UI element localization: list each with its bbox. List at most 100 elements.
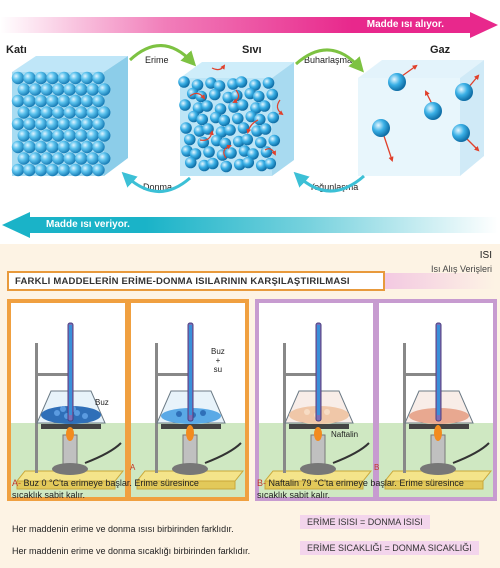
melting-label: Erime bbox=[145, 55, 169, 65]
label-ice-water-3: su bbox=[213, 365, 223, 374]
ice-setup-frame: Buz bbox=[11, 303, 125, 497]
particle bbox=[63, 106, 76, 119]
caption-b-line1: Naftalin 79 °C'ta erimeye başlar. Erime … bbox=[268, 478, 464, 488]
caption-a: A- Buz 0 °C'ta erimeye başlar. Erime sür… bbox=[12, 477, 252, 501]
tag-a: A bbox=[130, 463, 136, 472]
label-ice-water-1: Buz bbox=[211, 347, 225, 356]
particle bbox=[80, 117, 94, 131]
caption-b-letter: B- bbox=[257, 478, 266, 488]
heat-loss-arrow: Madde ısı veriyor. bbox=[2, 212, 498, 238]
particle bbox=[86, 152, 99, 165]
particle bbox=[86, 129, 99, 142]
particle bbox=[57, 94, 71, 108]
liquid-label: Sıvı bbox=[242, 44, 262, 56]
panel-naphthalene: Naftalin bbox=[255, 299, 497, 501]
particle bbox=[267, 111, 280, 124]
particle bbox=[203, 146, 215, 158]
particle bbox=[266, 88, 279, 101]
particle bbox=[11, 94, 25, 108]
particle bbox=[206, 157, 219, 170]
particle bbox=[17, 106, 30, 119]
particle bbox=[201, 100, 213, 112]
particle bbox=[208, 88, 221, 101]
particle bbox=[86, 106, 99, 119]
particle bbox=[46, 71, 59, 85]
evaporation-arrow bbox=[295, 48, 364, 73]
particle bbox=[214, 103, 227, 115]
particle bbox=[40, 152, 53, 165]
caption-a-letter: A- bbox=[12, 478, 21, 488]
particle bbox=[254, 136, 267, 149]
particle bbox=[63, 83, 76, 96]
particle bbox=[75, 129, 88, 142]
particle bbox=[11, 140, 25, 154]
particle bbox=[17, 83, 30, 96]
particle bbox=[46, 140, 59, 154]
freezing-label: Donma bbox=[143, 182, 173, 192]
particle bbox=[69, 94, 82, 108]
melting-arrow bbox=[128, 44, 197, 67]
particle bbox=[259, 123, 272, 135]
particle bbox=[260, 146, 273, 158]
panel-ice: Buz Buz + bbox=[7, 299, 249, 501]
particle bbox=[75, 106, 88, 119]
particle bbox=[213, 80, 226, 92]
particle bbox=[242, 156, 255, 169]
particle bbox=[52, 106, 65, 119]
particle bbox=[183, 133, 196, 146]
particle bbox=[29, 152, 42, 165]
particle bbox=[237, 122, 250, 134]
particle bbox=[23, 71, 36, 85]
particle bbox=[57, 71, 71, 85]
particle bbox=[179, 99, 191, 111]
particle bbox=[98, 106, 111, 119]
particle bbox=[17, 129, 30, 142]
particle bbox=[178, 76, 190, 88]
statement-heat: Her maddenin erime ve donma ısısı birbir… bbox=[12, 524, 234, 534]
label-ice-water: Buz + su bbox=[211, 347, 225, 374]
particle bbox=[235, 76, 248, 88]
particle bbox=[92, 94, 105, 108]
particle bbox=[75, 152, 88, 165]
particle bbox=[98, 152, 111, 165]
particle bbox=[63, 129, 76, 142]
particle bbox=[252, 90, 265, 103]
caption-a-line1: Buz 0 °C'ta erimeye başlar. Erime süresi… bbox=[23, 478, 199, 488]
states-of-matter-diagram: Madde ısı alıyor. Katı Sıvı Gaz Erime Bu… bbox=[0, 0, 500, 238]
particle bbox=[23, 163, 36, 177]
particle bbox=[34, 94, 48, 108]
gas-label: Gaz bbox=[430, 44, 451, 56]
particle bbox=[23, 94, 36, 108]
tag-b: B bbox=[374, 463, 380, 472]
freezing-arrow bbox=[121, 171, 191, 193]
equation-heat: ERİME ISISI = DONMA ISISI bbox=[300, 515, 430, 529]
particle bbox=[17, 152, 30, 165]
particle bbox=[69, 71, 82, 85]
particle bbox=[196, 113, 209, 126]
particle bbox=[184, 156, 197, 169]
particle bbox=[249, 79, 261, 91]
naphthalene-melt-apparatus bbox=[379, 322, 493, 497]
particle bbox=[57, 140, 71, 154]
melting-experiment-section: ISI Isı Alış Verişleri FARKLI MADDELERİN… bbox=[0, 244, 500, 568]
particle bbox=[52, 83, 65, 96]
particle bbox=[29, 129, 42, 142]
caption-b-line2: sıcaklık sabit kalır. bbox=[257, 490, 331, 500]
particle bbox=[258, 100, 271, 112]
solid-label: Katı bbox=[6, 44, 27, 56]
particle bbox=[52, 129, 65, 142]
particle bbox=[23, 140, 36, 154]
particle bbox=[69, 140, 82, 154]
particle bbox=[57, 163, 71, 177]
topic-header: ISI Isı Alış Verişleri bbox=[431, 250, 492, 274]
particle bbox=[34, 117, 48, 131]
ice-water-apparatus bbox=[131, 322, 245, 497]
particle bbox=[23, 117, 36, 131]
ice-apparatus bbox=[11, 322, 125, 497]
particle bbox=[80, 140, 94, 154]
title-decoration bbox=[385, 273, 495, 289]
particle bbox=[29, 83, 42, 96]
particle bbox=[69, 117, 82, 131]
particle bbox=[92, 140, 105, 154]
particle bbox=[75, 83, 88, 96]
